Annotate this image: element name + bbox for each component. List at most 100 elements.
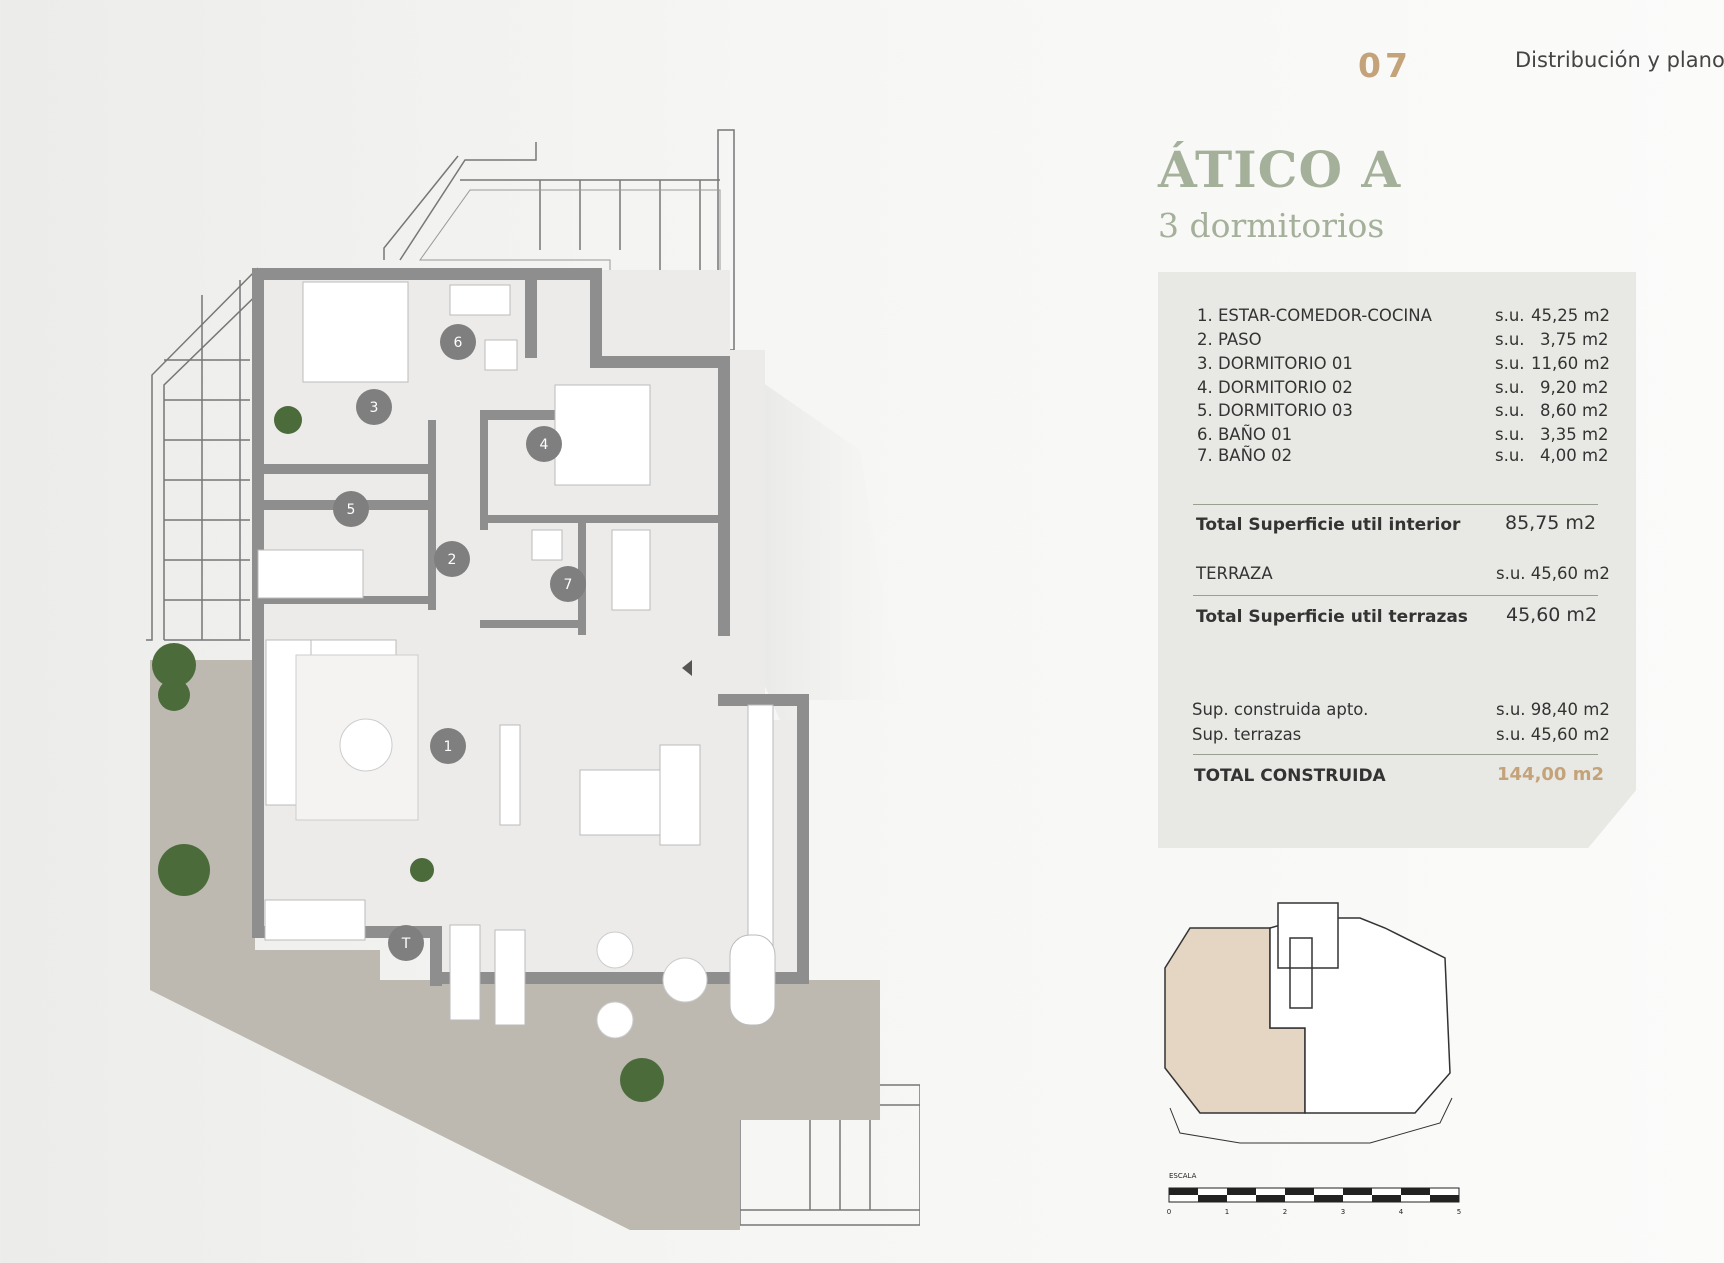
room-prefix: s.u. bbox=[1495, 330, 1525, 349]
key-plan-terrace bbox=[1169, 1097, 1453, 1144]
marker-label: 4 bbox=[540, 437, 549, 453]
room-area: 3,75 m2 bbox=[1540, 330, 1609, 349]
scale-tick: 0 bbox=[1167, 1208, 1171, 1216]
room-area: 4,00 m2 bbox=[1540, 446, 1609, 465]
room-prefix: s.u. bbox=[1495, 446, 1525, 465]
key-plan-core bbox=[1277, 902, 1339, 969]
terraza-label: TERRAZA bbox=[1196, 564, 1273, 583]
room-prefix: s.u. bbox=[1495, 425, 1525, 444]
terrace-round-table bbox=[662, 957, 708, 1003]
plant-icon bbox=[620, 1058, 664, 1102]
room-prefix: s.u. bbox=[1495, 354, 1525, 373]
plants bbox=[152, 406, 664, 1102]
sunbed-1 bbox=[449, 924, 481, 1021]
kitchen-counter bbox=[499, 724, 521, 826]
marker-5: 5 bbox=[333, 491, 369, 527]
room-name: 4. DORMITORIO 02 bbox=[1197, 378, 1353, 397]
room-row: 4. DORMITORIO 02 s.u. 9,20 m2 bbox=[1197, 378, 1609, 397]
room-name: 5. DORMITORIO 03 bbox=[1197, 401, 1353, 420]
marker-6: 6 bbox=[440, 324, 476, 360]
room-prefix: s.u. bbox=[1495, 401, 1525, 420]
scale-tick: 1 bbox=[1225, 1208, 1229, 1216]
section-title: Distribución y planos bbox=[1515, 48, 1724, 72]
key-plan bbox=[1164, 902, 1453, 1144]
room-name: 7. BAÑO 02 bbox=[1197, 446, 1293, 465]
areas-panel bbox=[1158, 272, 1636, 848]
divider bbox=[1193, 754, 1598, 755]
unit-subtitle: 3 dormitorios bbox=[1158, 206, 1385, 245]
plant-icon bbox=[158, 844, 210, 896]
marker-label: 3 bbox=[370, 400, 379, 416]
divider bbox=[1193, 504, 1598, 505]
sup-terrazas-label: Sup. terrazas bbox=[1192, 725, 1302, 744]
dining-table bbox=[579, 769, 661, 836]
marker-label: T bbox=[401, 936, 411, 952]
marker-label: 1 bbox=[444, 739, 453, 755]
marker-4: 4 bbox=[526, 426, 562, 462]
room-area: 8,60 m2 bbox=[1540, 401, 1609, 420]
room-area: 3,35 m2 bbox=[1540, 425, 1609, 444]
outdoor-sofa bbox=[729, 934, 776, 1026]
terrace-chair bbox=[596, 1001, 634, 1039]
page-number: 07 bbox=[1358, 46, 1412, 85]
room-name: 1. ESTAR-COMEDOR-COCINA bbox=[1197, 306, 1432, 325]
construida-value: s.u. 98,40 m2 bbox=[1496, 700, 1610, 719]
bed-dorm-02 bbox=[554, 384, 651, 486]
room-prefix: s.u. bbox=[1495, 306, 1525, 325]
sink-bath-01 bbox=[484, 339, 518, 371]
room-row: 6. BAÑO 01 s.u. 3,35 m2 bbox=[1197, 425, 1609, 444]
plant-icon bbox=[158, 679, 190, 711]
total-construida-value: 144,00 m2 bbox=[1497, 764, 1605, 785]
terrace-floor bbox=[150, 660, 880, 1230]
marker-label: 5 bbox=[347, 502, 356, 518]
marker-label: 6 bbox=[454, 335, 463, 351]
plant-icon bbox=[152, 643, 196, 687]
divider bbox=[1193, 595, 1598, 596]
scale-tick: 2 bbox=[1283, 1208, 1287, 1216]
bed-dorm-01 bbox=[302, 281, 409, 383]
scale-segments bbox=[1169, 1188, 1459, 1202]
marker-7: 7 bbox=[550, 566, 586, 602]
interior-total-value: 85,75 m2 bbox=[1505, 512, 1597, 534]
furniture bbox=[257, 281, 776, 1026]
terrace-table bbox=[264, 899, 366, 941]
room-area: 9,20 m2 bbox=[1540, 378, 1609, 397]
room-area: 11,60 m2 bbox=[1531, 354, 1611, 373]
bathtub-01 bbox=[449, 284, 511, 316]
room-row: 7. BAÑO 02 s.u. 4,00 m2 bbox=[1197, 446, 1609, 465]
room-name: 6. BAÑO 01 bbox=[1197, 425, 1293, 444]
bed-dorm-03 bbox=[257, 549, 364, 599]
marker-2: 2 bbox=[434, 541, 470, 577]
terrazas-total-label: Total Superficie util terrazas bbox=[1196, 607, 1468, 627]
terraza-value: s.u. 45,60 m2 bbox=[1496, 564, 1610, 583]
plant-icon bbox=[274, 406, 302, 434]
room-row: 5. DORMITORIO 03 s.u. 8,60 m2 bbox=[1197, 401, 1609, 420]
construida-label: Sup. construida apto. bbox=[1192, 700, 1369, 719]
kitchen-run bbox=[747, 704, 774, 976]
scale-bar: ESCALA 0 1 2 3 4 5 bbox=[1167, 1172, 1461, 1216]
room-row: 3. DORMITORIO 01 s.u. 11,60 m2 bbox=[1197, 354, 1610, 373]
scale-label: ESCALA bbox=[1169, 1172, 1197, 1180]
key-plan-stair bbox=[1289, 937, 1313, 1009]
scale-tick: 5 bbox=[1457, 1208, 1461, 1216]
interior-total-label: Total Superficie util interior bbox=[1196, 515, 1461, 535]
room-prefix: s.u. bbox=[1495, 378, 1525, 397]
terrazas-total-value: 45,60 m2 bbox=[1506, 604, 1598, 626]
left-terrace-outline bbox=[146, 267, 275, 641]
entrance-arrow-icon bbox=[682, 660, 692, 676]
marker-t: T bbox=[388, 925, 424, 961]
marker-label: 7 bbox=[564, 577, 573, 593]
sink-bath-02 bbox=[531, 529, 563, 561]
coffee-table bbox=[339, 718, 393, 772]
sup-terrazas-value: s.u. 45,60 m2 bbox=[1496, 725, 1610, 744]
marker-label: 2 bbox=[448, 552, 457, 568]
room-name: 3. DORMITORIO 01 bbox=[1197, 354, 1353, 373]
room-name: 2. PASO bbox=[1197, 330, 1262, 349]
room-row: 1. ESTAR-COMEDOR-COCINA s.u. 45,25 m2 bbox=[1197, 306, 1610, 325]
marker-1: 1 bbox=[430, 728, 466, 764]
room-area: 45,25 m2 bbox=[1531, 306, 1611, 325]
kitchen-island bbox=[659, 744, 701, 846]
sunbed-2 bbox=[494, 929, 526, 1026]
shower-bath-02 bbox=[611, 529, 651, 611]
total-construida-label: TOTAL CONSTRUIDA bbox=[1194, 766, 1386, 786]
